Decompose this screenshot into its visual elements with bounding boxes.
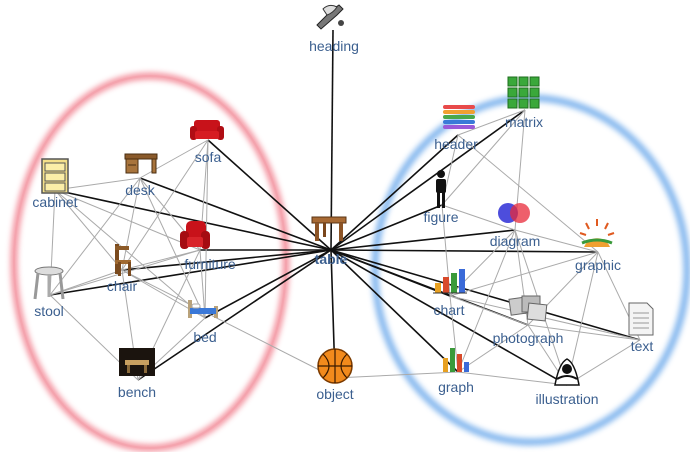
node-label-object: object: [316, 386, 354, 402]
edge-chart-photograph: [449, 295, 529, 326]
node-label-matrix: matrix: [504, 114, 544, 130]
edge-desk-cabinet: [54, 177, 141, 191]
edge-figure-diagram: [441, 204, 516, 231]
node-label-graphic: graphic: [575, 257, 621, 273]
drawing-icon: [554, 358, 580, 386]
edge-table-illustration: [330, 249, 568, 386]
edge-furniture-chair: [121, 249, 201, 271]
desk-icon: [124, 153, 158, 174]
edge-graph-object: [334, 371, 459, 379]
edge-header-matrix: [457, 109, 526, 136]
edge-diagram-graphic: [514, 229, 599, 253]
venn-icon: [498, 203, 530, 223]
stool-icon: [33, 266, 65, 300]
furniture-cluster-ring-core: [13, 75, 287, 449]
edge-graphic-chart: [449, 251, 599, 297]
edge-cabinet-furniture: [54, 189, 201, 251]
edge-table-header: [330, 134, 459, 251]
edges-layer: [49, 29, 641, 386]
edge-sofa-bed: [204, 139, 209, 319]
node-label-photograph: photograph: [492, 330, 564, 346]
sun-graphic-icon: [579, 219, 615, 247]
graph-icon: [443, 348, 469, 372]
edge-desk-chair: [121, 177, 141, 271]
edge-header-graphic: [457, 134, 599, 253]
photos-icon: [508, 295, 548, 322]
edge-table-sofa: [207, 139, 332, 251]
sofa-icon: [190, 120, 224, 140]
edge-table-matrix: [330, 109, 526, 251]
edge-table-bed: [204, 249, 332, 319]
edge-photograph-text: [527, 324, 641, 341]
edge-table-bench: [137, 249, 332, 381]
edge-diagram-graph: [457, 229, 516, 373]
grid-icon: [507, 76, 540, 109]
node-label-diagram: diagram: [489, 233, 541, 249]
node-label-graph: graph: [438, 379, 474, 395]
edge-photograph-graph: [457, 324, 529, 373]
node-label-illustration: illustration: [535, 391, 599, 407]
bench-icon: [119, 348, 155, 376]
bed-icon: [188, 300, 218, 318]
node-label-bench: bench: [117, 384, 157, 400]
edge-cabinet-chair: [54, 189, 123, 271]
node-label-stool: stool: [34, 303, 64, 319]
edge-table-heading: [330, 29, 334, 251]
node-label-desk: desk: [125, 182, 155, 198]
edge-sofa-chair: [121, 139, 209, 271]
edge-furniture-bed: [199, 249, 206, 319]
node-label-bed: bed: [193, 329, 217, 345]
node-label-chart: chart: [433, 302, 465, 318]
edge-cabinet-bed: [54, 189, 206, 319]
graphics-cluster-ring: [371, 94, 690, 446]
edge-table-stool: [49, 249, 332, 296]
table-icon: [311, 216, 347, 241]
edge-graph-illustration: [457, 371, 568, 386]
basketball-icon: [317, 348, 353, 384]
graphics-cluster-ring-core: [374, 97, 688, 443]
edge-text-illustration: [566, 339, 641, 386]
document-icon: [628, 302, 654, 336]
edge-table-graphic: [330, 249, 599, 253]
cabinet-icon: [41, 158, 69, 194]
node-label-header: header: [434, 136, 478, 152]
edge-cabinet-stool: [49, 189, 56, 296]
edge-table-desk: [139, 177, 332, 251]
node-label-table: table: [314, 251, 348, 267]
edge-matrix-figure: [441, 109, 526, 206]
node-label-chair: chair: [106, 278, 138, 294]
edge-table-text: [330, 249, 641, 341]
edge-furniture-stool: [49, 249, 201, 296]
bar-chart-icon: [433, 269, 467, 294]
person-icon: [436, 170, 446, 208]
node-label-text: text: [630, 338, 654, 354]
edge-table-cabinet: [54, 189, 332, 251]
chair-icon: [115, 244, 131, 276]
armchair-icon: [180, 221, 210, 249]
node-label-cabinet: cabinet: [32, 194, 78, 210]
edge-chart-graph: [449, 295, 459, 373]
edge-table-figure: [330, 204, 443, 251]
edge-desk-bed: [139, 177, 206, 319]
pen-icon: [316, 4, 344, 30]
edge-table-diagram: [330, 229, 516, 251]
edge-desk-stool: [49, 177, 141, 296]
node-label-figure: figure: [423, 209, 459, 225]
edge-table-chair: [121, 249, 332, 271]
node-label-sofa: sofa: [194, 149, 222, 165]
edge-table-graph: [330, 249, 459, 373]
node-label-furniture: furniture: [184, 256, 236, 272]
edge-sofa-desk: [139, 139, 209, 179]
edge-chair-object: [121, 269, 336, 379]
books-icon: [443, 105, 475, 129]
node-label-heading: heading: [309, 38, 359, 54]
